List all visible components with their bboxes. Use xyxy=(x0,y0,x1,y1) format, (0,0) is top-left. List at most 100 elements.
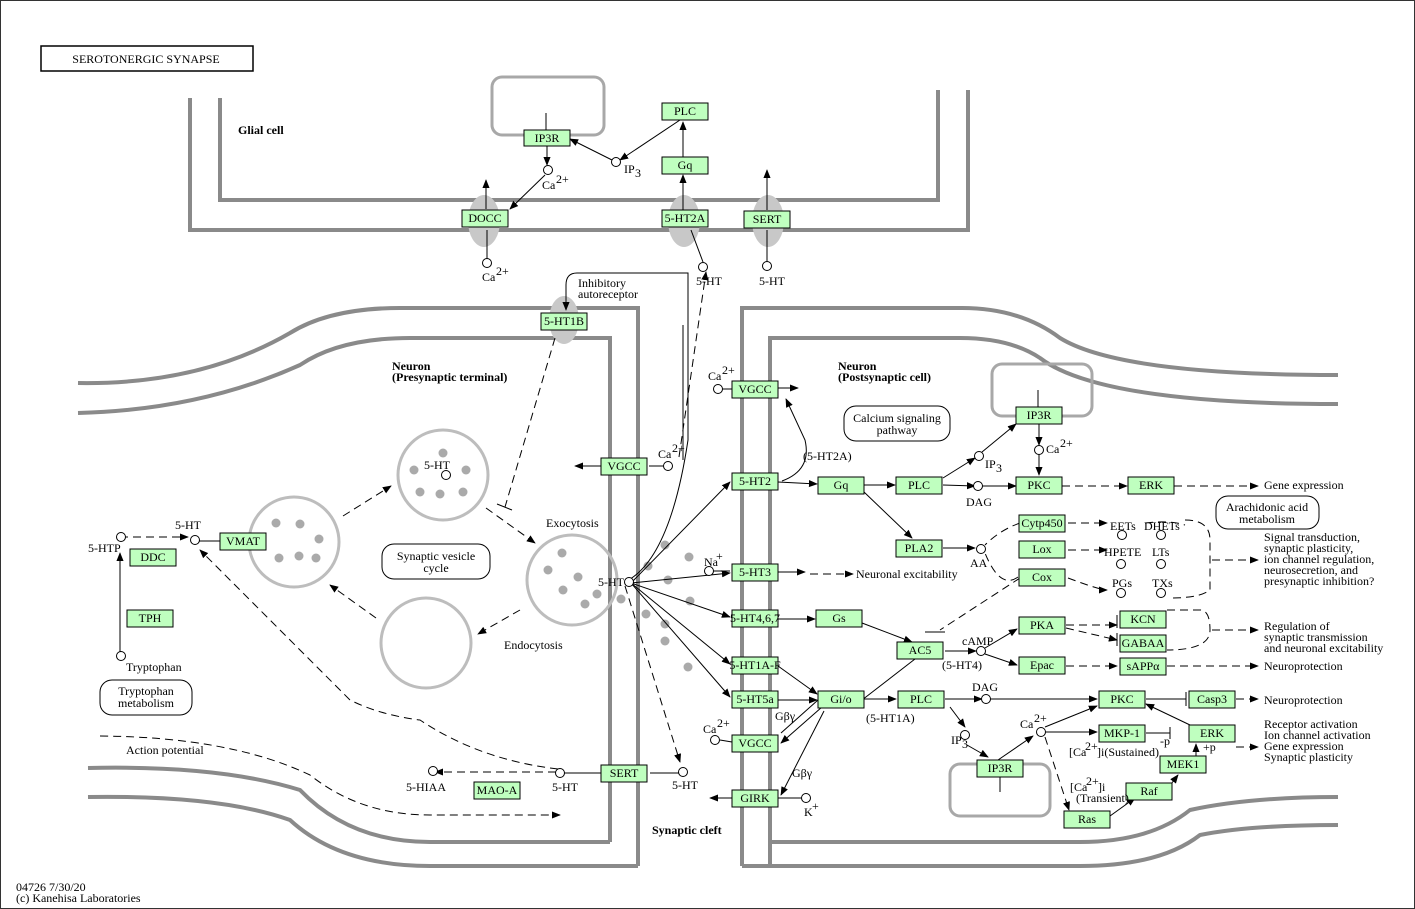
gene-docc[interactable]: DOCC xyxy=(461,209,509,228)
gene-gq-glial[interactable]: Gq xyxy=(661,156,709,175)
svg-text:sAPPα: sAPPα xyxy=(1127,659,1161,673)
presynaptic-label-1: Neuron xyxy=(392,359,431,373)
gene-lox[interactable]: Lox xyxy=(1018,540,1066,559)
svg-text:K: K xyxy=(804,805,813,819)
gene-pkc-2[interactable]: PKC xyxy=(1098,690,1146,709)
svg-text:Calcium signaling: Calcium signaling xyxy=(853,411,941,425)
map-arachidonic-acid[interactable]: Arachidonic acid metabolism xyxy=(1215,495,1320,530)
footer-copyright: (c) Kanehisa Laboratories xyxy=(16,891,141,905)
svg-text:LTs: LTs xyxy=(1152,545,1170,559)
gene-erk-2[interactable]: ERK xyxy=(1188,724,1236,743)
svg-text:AA: AA xyxy=(970,556,988,570)
svg-text:MEK1: MEK1 xyxy=(1167,757,1200,771)
vesicle-empty xyxy=(379,596,473,690)
gene-mkp-1[interactable]: MKP-1 xyxy=(1098,724,1146,743)
gene-5-ht2[interactable]: 5-HT2 xyxy=(731,472,779,491)
gene-5-ht5a[interactable]: 5-HT5a xyxy=(731,690,779,709)
gene-plc-glial[interactable]: PLC xyxy=(661,102,709,121)
gene-5-ht1af[interactable]: 5-HT1A-F xyxy=(729,656,781,675)
gene-girk[interactable]: GIRK xyxy=(731,789,779,808)
gene-gs[interactable]: Gs xyxy=(815,609,863,628)
gene-raf[interactable]: Raf xyxy=(1125,782,1173,801)
svg-text:metabolism: metabolism xyxy=(1239,512,1296,526)
gene-kcn[interactable]: KCN xyxy=(1119,610,1167,629)
gene-plc-post-1[interactable]: PLC xyxy=(895,476,943,495)
gene-cyp450[interactable]: Cytp450 xyxy=(1018,514,1066,533)
gene-vmat[interactable]: VMAT xyxy=(219,532,267,551)
gene-epac[interactable]: Epac xyxy=(1018,656,1066,675)
svg-text:5-HTP: 5-HTP xyxy=(88,541,121,555)
gene-gq-post[interactable]: Gq xyxy=(817,476,865,495)
gene-erk-1[interactable]: ERK xyxy=(1127,476,1175,495)
gene-sappa[interactable]: sAPPα xyxy=(1119,657,1167,676)
gene-5-ht467[interactable]: 5-HT4,6,7 xyxy=(730,609,780,628)
svg-text:cAMP: cAMP xyxy=(962,634,994,648)
svg-text:ion channel regulation,: ion channel regulation, xyxy=(1264,552,1374,566)
svg-text:AC5: AC5 xyxy=(909,643,932,657)
svg-text:Regulation of: Regulation of xyxy=(1264,619,1330,633)
gene-vgcc-pre[interactable]: VGCC xyxy=(600,457,648,476)
svg-text:5-HT: 5-HT xyxy=(552,780,579,794)
gene-vgcc-post-1[interactable]: VGCC xyxy=(731,380,779,399)
svg-text:DAG: DAG xyxy=(966,495,992,509)
gene-mao-a[interactable]: MAO-A xyxy=(473,781,521,800)
gene-gabaa[interactable]: GABAA xyxy=(1119,634,1167,653)
gene-ddc[interactable]: DDC xyxy=(129,548,177,567)
map-calcium-signaling[interactable]: Calcium signaling pathway xyxy=(843,405,951,442)
svg-text:Ion channel activation: Ion channel activation xyxy=(1264,728,1371,742)
svg-text:IP: IP xyxy=(951,733,962,747)
svg-text:]i: ]i xyxy=(1098,780,1106,794)
svg-text:Cytp450: Cytp450 xyxy=(1021,516,1062,530)
svg-text:-p: -p xyxy=(1160,734,1170,748)
svg-text:cycle: cycle xyxy=(423,561,448,575)
svg-text:Synaptic plasticity: Synaptic plasticity xyxy=(1264,750,1353,764)
svg-text:(5-HT2A): (5-HT2A) xyxy=(803,449,852,463)
gene-5-ht3[interactable]: 5-HT3 xyxy=(731,563,779,582)
gene-tph[interactable]: TPH xyxy=(126,609,174,628)
svg-text:Ras: Ras xyxy=(1078,812,1096,826)
gene-mek1[interactable]: MEK1 xyxy=(1159,755,1207,774)
gene-pkc-1[interactable]: PKC xyxy=(1015,476,1063,495)
svg-text:DDC: DDC xyxy=(140,550,165,564)
gene-gio[interactable]: Gi/o xyxy=(817,690,865,709)
svg-text:Ca: Ca xyxy=(542,178,556,192)
svg-text:PKC: PKC xyxy=(1027,478,1050,492)
gene-pla2[interactable]: PLA2 xyxy=(895,539,943,558)
svg-text:Neuroprotection: Neuroprotection xyxy=(1264,659,1343,673)
svg-text:5-HT4,6,7: 5-HT4,6,7 xyxy=(730,611,780,625)
gene-ras[interactable]: Ras xyxy=(1063,810,1111,829)
map-tryptophan-metabolism[interactable]: Tryptophan metabolism xyxy=(99,679,193,716)
gene-pka[interactable]: PKA xyxy=(1018,616,1066,635)
svg-text:[Ca: [Ca xyxy=(1070,780,1088,794)
svg-text:Neuronal excitability: Neuronal excitability xyxy=(856,567,958,581)
gene-5-ht2a[interactable]: 5-HT2A xyxy=(661,209,709,228)
svg-text:5-HT2: 5-HT2 xyxy=(739,474,771,488)
serotonin-dots xyxy=(271,448,695,672)
svg-text:5-HT: 5-HT xyxy=(424,458,451,472)
gene-ip3r-glial[interactable]: IP3R xyxy=(523,129,571,147)
gene-5-ht1b[interactable]: 5-HT1B xyxy=(540,312,588,331)
svg-text:(5-HT4): (5-HT4) xyxy=(942,658,982,672)
svg-text:SERT: SERT xyxy=(753,212,782,226)
svg-text:neurosecretion, and: neurosecretion, and xyxy=(1264,563,1358,577)
gene-ip3r-post-1[interactable]: IP3R xyxy=(1015,406,1063,425)
svg-text:Gene expression: Gene expression xyxy=(1264,739,1344,753)
svg-text:5-HT: 5-HT xyxy=(759,274,786,288)
edges-solid xyxy=(116,113,1200,817)
svg-text:IP: IP xyxy=(985,457,996,471)
gene-plc-post-2[interactable]: PLC xyxy=(897,690,945,709)
gene-ip3r-post-2[interactable]: IP3R xyxy=(976,759,1024,778)
gene-cox[interactable]: Cox xyxy=(1018,568,1066,587)
svg-text:Synaptic vesicle: Synaptic vesicle xyxy=(397,549,475,563)
svg-text:(Transient): (Transient) xyxy=(1076,791,1129,805)
svg-text:HPETE: HPETE xyxy=(1104,545,1141,559)
gene-vgcc-post-2[interactable]: VGCC xyxy=(731,734,779,753)
gene-sert-pre[interactable]: SERT xyxy=(600,764,648,783)
gene-casp3[interactable]: Casp3 xyxy=(1188,690,1236,709)
gene-sert-glial[interactable]: SERT xyxy=(743,210,791,229)
gene-ac5[interactable]: AC5 xyxy=(896,641,944,660)
svg-text:5-HIAA: 5-HIAA xyxy=(406,780,446,794)
svg-text:KCN: KCN xyxy=(1130,612,1156,626)
map-synaptic-vesicle-cycle[interactable]: Synaptic vesicle cycle xyxy=(381,543,491,580)
